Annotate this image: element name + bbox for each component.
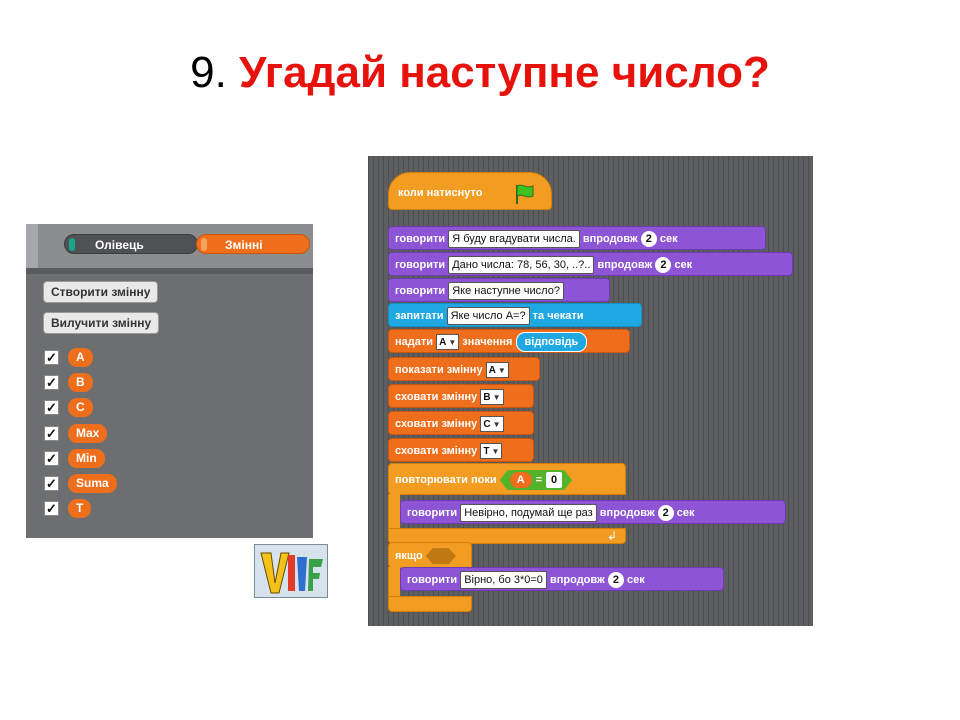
say-text-input-2[interactable]: Дано числа: 78, 56, 30, ..?.. bbox=[448, 256, 595, 275]
variable-checkbox-c[interactable]: ✓ bbox=[44, 400, 59, 415]
variable-block-max[interactable]: Max bbox=[68, 424, 108, 443]
say-for-secs-block-5[interactable]: говорити Вірно, бо 3*0=0 впродовж 2 сек bbox=[400, 567, 724, 591]
variable-checkbox-t[interactable]: ✓ bbox=[44, 501, 59, 516]
secs-input-1[interactable]: 2 bbox=[640, 231, 657, 248]
say-label: говорити bbox=[407, 507, 458, 520]
green-flag-icon bbox=[516, 184, 534, 204]
logo-image bbox=[254, 544, 328, 598]
condition-value-input[interactable]: 0 bbox=[546, 472, 562, 488]
equals-condition[interactable]: A=0 bbox=[500, 470, 572, 490]
loop-arrow-icon: ↲ bbox=[606, 529, 617, 543]
secs-unit-label: сек bbox=[626, 574, 645, 587]
variable-block-c[interactable]: C bbox=[68, 398, 93, 417]
ask-label: запитати bbox=[395, 310, 444, 323]
for-label: впродовж bbox=[599, 507, 655, 520]
repeat-until-bottom: ↲ bbox=[388, 528, 626, 544]
set-variable-block[interactable]: надати A значення відповідь bbox=[388, 329, 630, 353]
secs-input-2[interactable]: 2 bbox=[655, 257, 672, 274]
show-variable-block[interactable]: показати змінну A bbox=[388, 357, 540, 381]
empty-condition-slot[interactable] bbox=[426, 548, 456, 564]
variable-block-b[interactable]: B bbox=[68, 373, 93, 392]
script-area: коли натиснуто говорити Я буду вгадувати… bbox=[368, 156, 813, 626]
slide-number: 9. bbox=[190, 48, 227, 97]
category-pen-button[interactable]: Олівець bbox=[64, 234, 198, 254]
answer-reporter[interactable]: відповідь bbox=[515, 332, 588, 353]
variable-block-suma[interactable]: Suma bbox=[68, 474, 117, 493]
condition-variable-a[interactable]: A bbox=[510, 472, 532, 488]
category-bar: Олівець Змінні bbox=[26, 224, 313, 268]
hide-variable-block-t[interactable]: сховати змінну T bbox=[388, 438, 534, 462]
slide-title-text: Угадай наступне число? bbox=[239, 48, 770, 97]
create-variable-button[interactable]: Створити змінну bbox=[43, 281, 159, 303]
say-text-input-1[interactable]: Я буду вгадувати числа. bbox=[448, 230, 580, 249]
repeat-until-block[interactable]: повторювати поки A=0 bbox=[388, 463, 626, 495]
say-text-input-4[interactable]: Невірно, подумай ще раз bbox=[460, 504, 597, 523]
hide-variable-block-c[interactable]: сховати змінну C bbox=[388, 411, 534, 435]
hide-variable-block-b[interactable]: сховати змінну B bbox=[388, 384, 534, 408]
variable-checkbox-a[interactable]: ✓ bbox=[44, 350, 59, 365]
say-block-3[interactable]: говорити Яке наступне число? bbox=[388, 278, 610, 302]
hide-variable-label: сховати змінну bbox=[395, 445, 478, 458]
say-label: говорити bbox=[395, 233, 446, 246]
value-label: значення bbox=[462, 336, 513, 349]
blocks-palette: Олівець Змінні Створити змінну Вилучити … bbox=[26, 224, 313, 538]
delete-variable-button[interactable]: Вилучити змінну bbox=[43, 312, 160, 334]
variable-checkbox-b[interactable]: ✓ bbox=[44, 375, 59, 390]
secs-unit-label: сек bbox=[676, 507, 695, 520]
secs-unit-label: сек bbox=[659, 233, 678, 246]
logo-graphic bbox=[255, 545, 327, 597]
ask-text-input[interactable]: Яке число А=? bbox=[446, 307, 530, 326]
if-block[interactable]: якщо bbox=[388, 542, 472, 568]
hide-variable-dropdown-t[interactable]: T bbox=[480, 443, 503, 460]
if-bottom bbox=[388, 596, 472, 612]
secs-input-4[interactable]: 2 bbox=[657, 505, 674, 522]
set-variable-dropdown[interactable]: A bbox=[436, 334, 460, 351]
variable-block-t[interactable]: T bbox=[68, 499, 92, 518]
say-for-secs-block-4[interactable]: говорити Невірно, подумай ще раз впродов… bbox=[400, 500, 786, 524]
category-variables-button[interactable]: Змінні bbox=[196, 234, 310, 254]
category-bar-edge bbox=[26, 224, 38, 268]
say-label: говорити bbox=[395, 285, 446, 298]
say-text-input-3[interactable]: Яке наступне число? bbox=[448, 282, 564, 301]
say-label: говорити bbox=[407, 574, 458, 587]
hide-variable-label: сховати змінну bbox=[395, 391, 478, 404]
set-label: надати bbox=[395, 336, 434, 349]
hide-variable-dropdown-b[interactable]: B bbox=[480, 389, 504, 406]
hide-variable-dropdown-c[interactable]: C bbox=[480, 416, 504, 433]
when-flag-clicked-block[interactable]: коли натиснуто bbox=[388, 172, 552, 210]
say-text-input-5[interactable]: Вірно, бо 3*0=0 bbox=[460, 571, 547, 590]
show-variable-label: показати змінну bbox=[395, 364, 483, 377]
hide-variable-label: сховати змінну bbox=[395, 418, 478, 431]
variable-block-a[interactable]: A bbox=[68, 348, 93, 367]
variable-checkbox-suma[interactable]: ✓ bbox=[44, 476, 59, 491]
for-label: впродовж bbox=[582, 233, 638, 246]
say-label: говорити bbox=[395, 259, 446, 272]
say-for-secs-block-1[interactable]: говорити Я буду вгадувати числа. впродов… bbox=[388, 226, 766, 250]
palette-divider bbox=[26, 268, 313, 274]
variable-checkbox-min[interactable]: ✓ bbox=[44, 451, 59, 466]
variable-checkbox-max[interactable]: ✓ bbox=[44, 426, 59, 441]
ask-and-wait-block[interactable]: запитати Яке число А=? та чекати bbox=[388, 303, 642, 327]
equals-operator: = bbox=[535, 474, 543, 487]
repeat-until-label: повторювати поки bbox=[395, 474, 497, 487]
say-for-secs-block-2[interactable]: говорити Дано числа: 78, 56, 30, ..?.. в… bbox=[388, 252, 793, 276]
variable-block-min[interactable]: Min bbox=[68, 449, 105, 468]
if-arm bbox=[388, 567, 400, 603]
for-label: впродовж bbox=[550, 574, 605, 587]
show-variable-dropdown[interactable]: A bbox=[485, 362, 509, 379]
slide-title: 9. Угадай наступне число? bbox=[0, 48, 960, 98]
wait-label: та чекати bbox=[532, 310, 584, 323]
secs-unit-label: сек bbox=[674, 259, 693, 272]
repeat-until-arm bbox=[388, 494, 400, 530]
if-label: якщо bbox=[395, 550, 423, 563]
hat-label: коли натиснуто bbox=[398, 187, 483, 199]
for-label: впродовж bbox=[597, 259, 653, 272]
secs-input-5[interactable]: 2 bbox=[607, 572, 624, 589]
